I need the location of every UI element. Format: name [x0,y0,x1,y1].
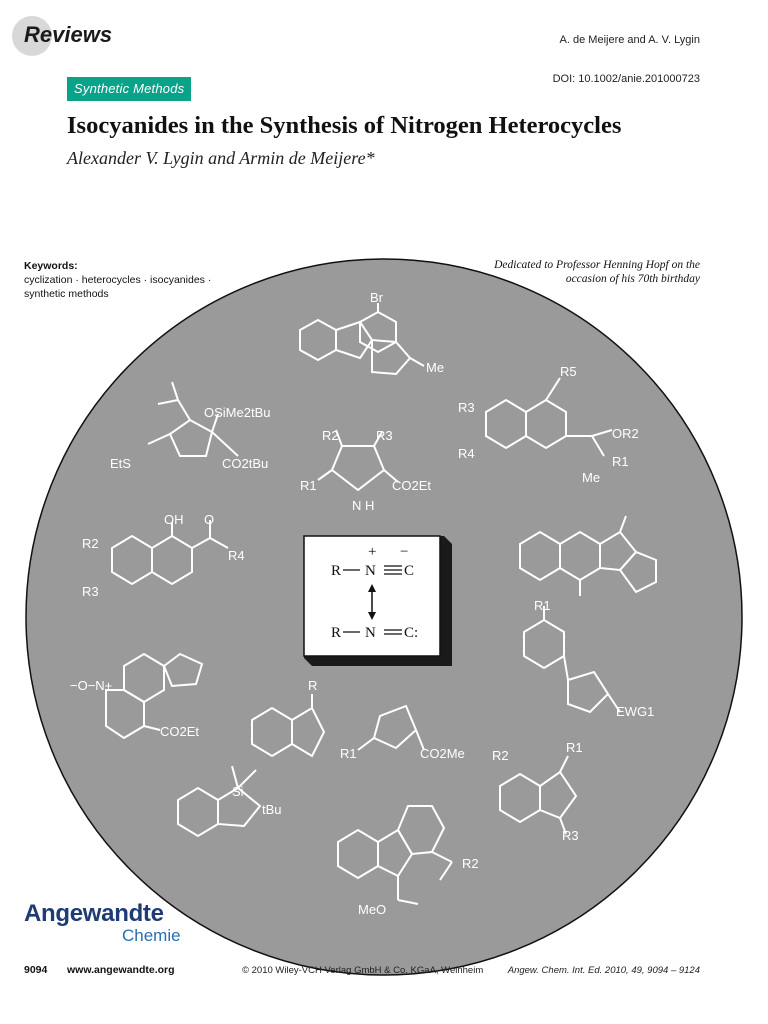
label-r1-oxz: R1 [340,746,357,761]
label-co2me: CO2Me [420,746,465,761]
article-title: Isocyanides in the Synthesis of Nitrogen… [67,112,622,139]
box-n-1: N [365,563,376,579]
journal-logo: Angewandte [24,900,164,927]
dedication: Dedicated to Professor Henning Hopf on t… [440,258,700,286]
label-oh: OH [164,512,184,527]
box-c-1: C [404,563,414,579]
keywords-block: Keywords: cyclization · heterocycles · i… [24,259,254,301]
label-r2-ind: R2 [492,748,509,763]
label-br: Br [370,290,384,305]
box-r-1: R [331,563,341,579]
label-n-oxide: −O−N+ [70,678,112,693]
doi-link[interactable]: DOI: 10.1002/anie.201000723 [552,73,700,85]
structure-aryl-imidazole [523,606,621,714]
copyright: © 2010 Wiley-VCH Verlag GmbH & Co. KGaA,… [242,965,484,976]
label-co2et-q: CO2Et [160,724,199,739]
label-r1-pyrrole: R1 [300,478,317,493]
isocyanide-box: + − R N C R N C: [303,535,452,666]
box-r-2: R [331,625,341,641]
label-osime: OSiMe2tBu [204,405,270,420]
label-r3-pyrrole: R3 [376,428,393,443]
structure-indole [499,755,578,835]
structure-pyrrole [317,429,399,492]
box-n-2: N [365,625,376,641]
running-authors: A. de Meijere and A. V. Lygin [559,34,700,46]
structure-benzimidazole [251,694,326,758]
label-nh: N H [352,498,374,513]
label-me-ox: Me [582,470,600,485]
label-r3-ox: R3 [458,400,475,415]
reviews-badge-circle [12,16,52,56]
label-co2tbu: CO2tBu [222,456,268,471]
label-r5: R5 [560,364,577,379]
dedication-line-1: Dedicated to Professor Henning Hopf on t… [494,259,700,271]
label-si: Si [232,784,244,799]
label-or2: OR2 [612,426,639,441]
keywords-heading: Keywords: [24,260,78,272]
keywords-line-1: cyclization · heterocycles · isocyanides… [24,274,212,286]
structure-benzazasilole [177,765,262,838]
structure-labels: Br Me OSiMe2tBu EtS CO2tBu R2 R3 R1 CO2E… [70,290,654,917]
page-number: 9094 [24,964,48,976]
label-r2-q: R2 [82,536,99,551]
label-ets: EtS [110,456,131,471]
structure-quinolone [111,520,229,586]
charge-plus: + [368,544,376,560]
box-c-2: C: [404,625,418,641]
label-r1-imid: R1 [534,598,551,613]
label-r-bim: R [308,678,317,693]
triple-bond-1 [384,565,402,575]
label-tbu: tBu [262,802,282,817]
journal-site-link[interactable]: www.angewandte.org [67,964,175,976]
citation: Angew. Chem. Int. Ed. 2010, 49, 9094 – 9… [507,965,700,976]
keywords-line-2: synthetic methods [24,288,109,300]
arrow-head-up [368,584,376,592]
dedication-line-2: occasion of his 70th birthday [565,273,700,285]
label-r1-ox: R1 [612,454,629,469]
label-r2-bc: R2 [462,856,479,871]
label-meo: MeO [358,902,386,917]
structure-bromo-heterocycle [299,303,425,376]
double-bond-2 [384,629,402,635]
structure-tryptanthrin [519,515,657,596]
structure-pyrroline-silyl [147,381,239,457]
label-r3-ind: R3 [562,828,579,843]
article-authors: Alexander V. Lygin and Armin de Meijere* [67,148,375,168]
arrow-head-down [368,612,376,620]
label-o-q: O [204,512,214,527]
journal-logo-sub: Chemie [122,926,181,945]
label-r2-pyrrole: R2 [322,428,339,443]
section-label: Reviews [24,22,113,47]
structure-oxazoline [357,704,425,751]
label-r4-q: R4 [228,548,245,563]
label-co2et-pyrrole: CO2Et [392,478,431,493]
structure-carboline [337,805,453,905]
label-r3-q: R3 [82,584,99,599]
label-ewg: EWG1 [616,704,654,719]
charge-minus: − [400,544,408,560]
label-me-top: Me [426,360,444,375]
label-r1-ind: R1 [566,740,583,755]
category-tag[interactable]: Synthetic Methods [67,77,192,101]
structure-n-oxide [105,652,204,740]
label-r4-ox: R4 [458,446,475,461]
structure-benzoxazine [485,377,613,457]
structures [105,303,657,905]
